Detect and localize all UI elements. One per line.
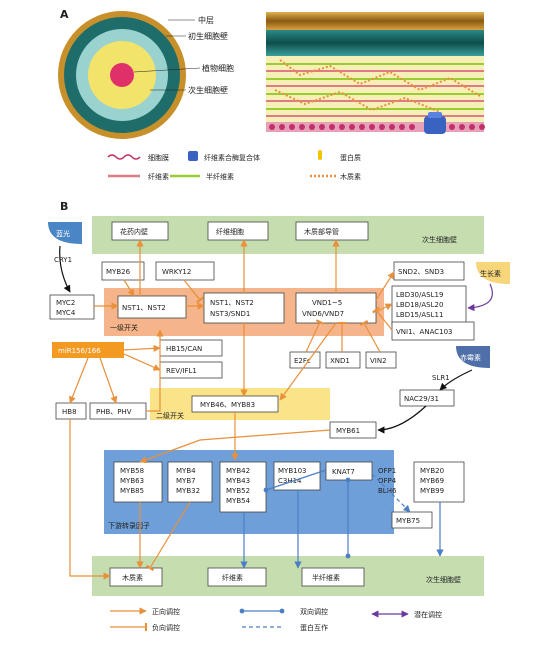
legend-negative-label: 负向调控 xyxy=(152,623,180,632)
wrky12-label: WRKY12 xyxy=(162,268,191,276)
myb58-line3: MYB85 xyxy=(120,487,144,495)
legend-synthase-icon xyxy=(188,151,198,161)
snd23-label: SND2、SND3 xyxy=(398,268,444,276)
downstream-label: 下游转录因子 xyxy=(108,521,150,530)
lbd-line3: LBD15/ASL11 xyxy=(396,311,443,319)
legend-membrane-label: 细胞膜 xyxy=(148,153,169,162)
mir-label: miR156/166 xyxy=(58,347,101,355)
myb42-line4: MYB54 xyxy=(226,497,251,505)
hb15-label: HB15/CAN xyxy=(166,345,202,353)
myb46-label: MYB46、MYB83 xyxy=(200,401,255,409)
panel-a-callouts: 中层 初生细胞壁 植物细胞 次生细胞壁 xyxy=(133,15,234,95)
cellulose-output-label: 纤维素 xyxy=(222,573,243,582)
nst12-a-label: NST1、NST2 xyxy=(122,304,166,312)
panel-a-legend: 细胞膜 纤维素合酶复合体 蛋白质 纤维素 半纤维素 木质素 xyxy=(107,150,361,181)
negative-regulation-arrows xyxy=(145,279,393,572)
xnd1-label: XND1 xyxy=(330,357,350,365)
slr1-label: SLR1 xyxy=(432,374,450,382)
hb8-label: HB8 xyxy=(62,408,77,416)
myb20-line2: MYB69 xyxy=(420,477,444,485)
myb58-line1: MYB58 xyxy=(120,467,144,475)
legend-lignin-label: 木质素 xyxy=(340,172,361,181)
mir-box xyxy=(52,342,124,358)
legend-hemicellulose-label: 半纤维素 xyxy=(206,172,234,181)
lbd-line2: LBD18/ASL20 xyxy=(396,301,443,309)
myb75-label: MYB75 xyxy=(396,517,420,525)
nst-center-line2: NST3/SND1 xyxy=(210,310,250,318)
phb-label: PHB、PHV xyxy=(96,408,132,416)
legend-protein-label: 蛋白质 xyxy=(340,153,361,162)
myb61-label: MYB61 xyxy=(336,427,360,435)
lbd-line1: LBD30/ASL19 xyxy=(396,291,443,299)
callout-secondary-wall: 次生细胞壁 xyxy=(188,85,228,95)
myb103-line1: MYB103 xyxy=(278,467,306,475)
myb58-line2: MYB63 xyxy=(120,477,144,485)
auxin-label: 生长素 xyxy=(480,269,501,278)
fiber-cell-label: 纤维细胞 xyxy=(216,227,244,236)
gibberellin-label: 赤霉素 xyxy=(460,353,481,362)
rev-label: REV/IFL1 xyxy=(166,367,197,375)
callout-plant-cell: 植物细胞 xyxy=(202,63,234,73)
vni1-label: VNI1、ANAC103 xyxy=(396,328,452,336)
wall-layers-detail xyxy=(266,12,485,134)
second-switch-label: 二级开关 xyxy=(156,411,184,420)
ofp-line2: OFP4 xyxy=(378,477,397,485)
myb42-line3: MYB52 xyxy=(226,487,250,495)
legend-interaction-label: 蛋白互作 xyxy=(300,623,328,632)
legend-bidirectional-label: 双向调控 xyxy=(300,607,328,616)
legend-synthase-label: 纤维素合酶复合体 xyxy=(204,153,260,162)
panel-b-label: B xyxy=(60,200,68,213)
auxin-icon xyxy=(476,262,510,284)
myc2-label: MYC2 xyxy=(56,299,75,307)
potential-regulation-arrow xyxy=(467,283,493,312)
e2fc-label: E2Fc xyxy=(294,357,311,365)
legend-cellulose-label: 纤维素 xyxy=(148,172,169,181)
cellulose-synthase-complex xyxy=(424,112,446,134)
vin2-label: VIN2 xyxy=(370,357,387,365)
blue-light-icon xyxy=(48,222,82,244)
myb103-line2: C3H14 xyxy=(278,477,302,485)
knat7-label: KNAT7 xyxy=(332,468,355,476)
blue-light-label: 蓝光 xyxy=(56,229,70,238)
positive-regulation-arrows xyxy=(69,239,395,580)
vnd-line2: VND6/VND7 xyxy=(302,310,344,318)
first-switch-label: 一级开关 xyxy=(110,323,138,332)
panel-a-label: A xyxy=(60,8,69,21)
bottom-wall-label: 次生细胞壁 xyxy=(426,575,461,584)
xylem-vessel-label: 木质部导管 xyxy=(304,227,339,236)
panel-b-legend: 正向调控 负向调控 双向调控 蛋白互作 潜在调控 xyxy=(110,607,442,632)
myb20-line1: MYB20 xyxy=(420,467,444,475)
myb42-line2: MYB43 xyxy=(226,477,250,485)
myb4-line2: MYB7 xyxy=(176,477,196,485)
legend-potential-label: 潜在调控 xyxy=(414,610,442,619)
myb4-line3: MYB32 xyxy=(176,487,200,495)
protein-interaction-line xyxy=(371,473,411,513)
callout-primary-wall: 初生细胞壁 xyxy=(188,31,228,41)
gibberellin-icon xyxy=(456,346,490,368)
cry1-label: CRY1 xyxy=(54,256,72,264)
myb42-line1: MYB42 xyxy=(226,467,250,475)
myc4-label: MYC4 xyxy=(56,309,76,317)
myb26-label: MYB26 xyxy=(106,268,131,276)
cell-cross-section xyxy=(58,11,186,139)
signal-arrows xyxy=(59,245,473,434)
legend-positive-label: 正向调控 xyxy=(152,607,180,616)
nac29-label: NAC29/31 xyxy=(404,395,439,403)
top-wall-label: 次生细胞壁 xyxy=(422,235,457,244)
nst-center-line1: NST1、NST2 xyxy=(210,299,254,307)
myb20-line3: MYB99 xyxy=(420,487,444,495)
legend-protein-icon xyxy=(318,150,322,160)
ofp-line1: OFP1 xyxy=(378,467,396,475)
ofp-line3: BLH6 xyxy=(378,487,397,495)
lignin-output-label: 木质素 xyxy=(122,573,143,582)
bidirectional-arrows xyxy=(240,469,444,569)
hemicellulose-output-label: 半纤维素 xyxy=(312,573,340,582)
vnd-line1: VND1~5 xyxy=(312,299,342,307)
anther-label: 花药内壁 xyxy=(120,227,148,236)
callout-middle-lamella: 中层 xyxy=(198,15,214,25)
myb4-line1: MYB4 xyxy=(176,467,196,475)
